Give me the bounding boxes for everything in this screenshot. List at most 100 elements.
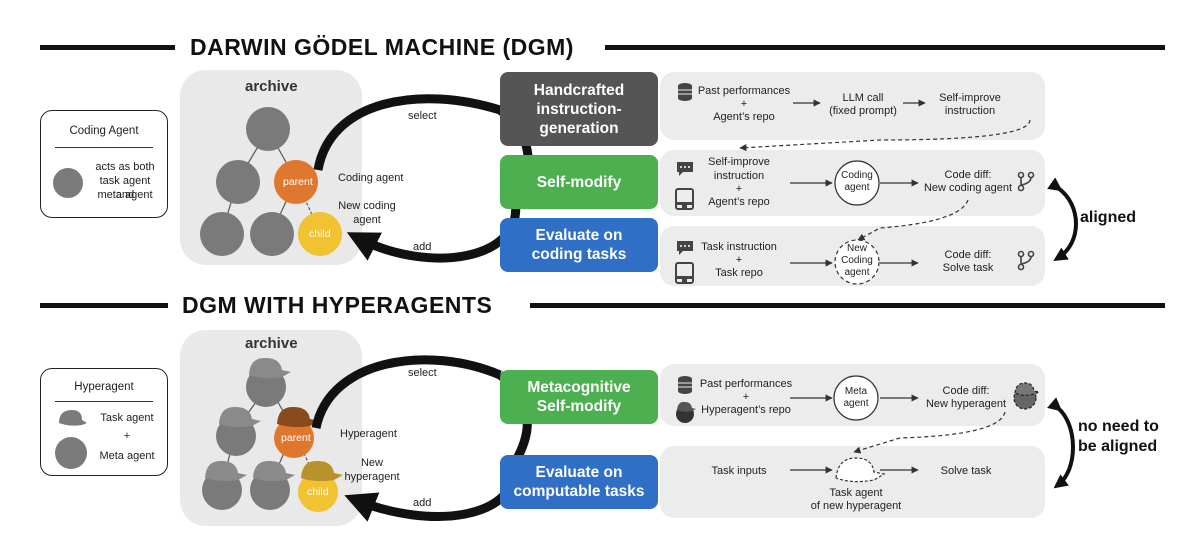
new-hyperagent-icon <box>1013 382 1042 410</box>
row1-mid-1: LLM call <box>842 92 884 104</box>
git-branch-icon <box>1017 171 1035 192</box>
cap-icon <box>205 460 247 482</box>
evaluate-computable-box: Evaluate on computable tasks <box>500 455 658 509</box>
new-hyperagent-label-1: New <box>360 457 383 469</box>
not-aligned-label-1: no need to <box>1078 418 1159 435</box>
evaluate-coding-box: Evaluate on coding tasks <box>500 218 658 272</box>
new-coding-agent-label-1: New coding <box>338 200 396 212</box>
row2-input-2: instruction <box>713 170 765 182</box>
parent-label: parent <box>281 432 311 444</box>
b-row1-output-1: Code diff: <box>942 385 990 397</box>
bottom-add-label: add <box>413 497 432 509</box>
legend-divider <box>55 401 153 402</box>
row1-output-2: instruction <box>944 105 996 117</box>
coding-agent-node-label-1: Coding <box>841 170 873 181</box>
top-add-label: add <box>413 241 432 253</box>
metacognitive-self-modify-box: Metacognitive Self-modify <box>500 370 658 424</box>
row2-output-1: Code diff: <box>944 169 992 181</box>
coding-agent-node-label-2: agent <box>844 182 870 193</box>
self-modify-box: Self-modify <box>500 155 658 209</box>
box-line-2: computable tasks <box>513 483 645 500</box>
box-line-1: Evaluate on <box>535 227 623 244</box>
task-agent-node-label-2: of new hyperagent <box>810 500 902 512</box>
top-select-label: select <box>408 110 437 122</box>
b-row2-input: Task inputs <box>711 465 767 477</box>
new-coding-agent-label-2: agent <box>353 214 381 226</box>
row3-input-2: Task repo <box>715 267 763 279</box>
top-title-rule-left <box>40 45 175 50</box>
row2-output-2: New coding agent <box>923 182 1013 194</box>
git-branch-icon <box>1017 250 1035 271</box>
cap-icon <box>253 460 295 482</box>
task-agent-cap-icon <box>835 457 886 483</box>
agent-node <box>250 212 294 256</box>
row1-mid-2: (fixed prompt) <box>829 105 897 117</box>
agent-node <box>246 107 290 151</box>
meta-agent-node-label-1: Meta <box>844 386 868 397</box>
handcrafted-instruction-box: Handcrafted instruction- generation <box>500 72 658 146</box>
cap-icon <box>301 460 343 482</box>
meta-agent-icon <box>55 437 87 469</box>
box-line-1: Metacognitive <box>527 379 631 396</box>
top-section-title: DARWIN GÖDEL MACHINE (DGM) <box>190 34 574 60</box>
legend-desc-1: acts as both <box>95 161 155 173</box>
row2-input-plus: + <box>735 183 743 195</box>
new-coding-agent-node <box>834 239 880 285</box>
database-icon <box>678 83 692 101</box>
aligned-arrow <box>1047 177 1078 261</box>
task-agent-node-label-1: Task agent <box>829 487 883 499</box>
legend-title: Hyperagent <box>74 381 134 393</box>
aligned-label: aligned <box>1080 209 1137 226</box>
parent-node <box>274 160 318 204</box>
top-archive-label: archive <box>245 78 298 95</box>
b-row1-input-1: Past performances <box>699 378 793 390</box>
box-line-2: instruction- <box>536 100 622 118</box>
top-archive-tree <box>200 107 342 256</box>
new-coding-agent-node-label-2: Coding <box>841 255 873 266</box>
parent-hyperagent-node <box>274 418 314 458</box>
not-aligned-arrow <box>1047 397 1075 489</box>
b-row1-input-2: Hyperagent’s repo <box>701 404 791 416</box>
row1-input-plus: + <box>740 98 748 110</box>
cap-icon <box>249 357 291 379</box>
database-icon <box>678 376 692 394</box>
row2-input-3: Agent’s repo <box>708 196 770 208</box>
row3-input-plus: + <box>735 254 743 266</box>
new-hyperagent-label-2: hyperagent <box>344 471 400 483</box>
agent-node <box>200 212 244 256</box>
task-agent-cap-icon <box>59 410 87 426</box>
bottom-archive-label: archive <box>245 335 298 352</box>
legend-task-agent: Task agent <box>100 412 154 424</box>
bottom-title-rule-left <box>40 303 168 308</box>
hyperagent-label: Hyperagent <box>340 428 397 440</box>
hyperagent-icon <box>676 401 696 423</box>
not-aligned-label-2: be aligned <box>1078 438 1158 455</box>
meta-agent-node-label-2: agent <box>843 398 869 409</box>
box-line-1: Evaluate on <box>535 464 623 481</box>
row1-input-1: Past performances <box>697 85 791 97</box>
new-coding-agent-node-label-1: New <box>846 243 867 254</box>
row3-input-1: Task instruction <box>701 241 777 253</box>
legend-desc-3: meta agent <box>97 189 153 201</box>
box-label: Self-modify <box>536 173 622 191</box>
coding-agent-icon <box>53 168 83 198</box>
child-label: child <box>309 228 331 240</box>
top-lane-1 <box>660 72 1045 140</box>
legend-plus: + <box>123 430 131 442</box>
bottom-title-rule-right <box>530 303 1165 308</box>
meta-agent-node <box>833 375 879 421</box>
b-row1-output-2: New hyperagent <box>925 398 1007 410</box>
top-select-arc <box>313 94 502 171</box>
repo-icon <box>675 188 694 210</box>
legend-desc-2: task agent and <box>99 175 151 201</box>
row3-output-2: Solve task <box>942 262 994 274</box>
box-line-2: coding tasks <box>531 246 627 263</box>
box-line-3: generation <box>539 119 619 137</box>
bottom-section-title: DGM WITH HYPERAGENTS <box>182 292 493 318</box>
child-hyperagent-node <box>298 472 338 512</box>
coding-agent-node <box>834 160 880 206</box>
cap-icon <box>219 406 261 428</box>
legend-title: Coding Agent <box>69 125 139 137</box>
new-coding-agent-node-label-3: agent <box>844 267 870 278</box>
